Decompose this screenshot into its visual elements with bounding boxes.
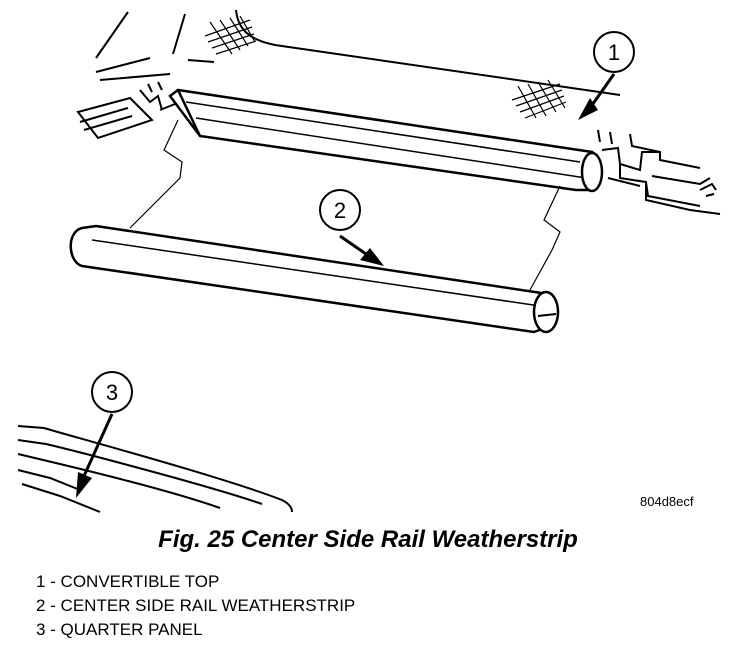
legend-item-convertible-top: 1 - CONVERTIBLE TOP	[36, 572, 220, 591]
loose-weatherstrip	[69, 224, 560, 334]
convertible-top-outline	[95, 9, 621, 96]
callout-2-label: 2	[334, 198, 346, 223]
callout-1-label: 1	[608, 40, 620, 65]
right-rail-bracket	[597, 129, 721, 215]
legend-item-quarter-panel: 3 - QUARTER PANEL	[36, 620, 203, 639]
installed-weatherstrip	[168, 88, 604, 193]
figure-caption: Fig. 25 Center Side Rail Weatherstrip	[158, 526, 578, 553]
alignment-lines	[129, 119, 561, 291]
parts-legend: 1 - CONVERTIBLE TOP 2 - CENTER SIDE RAIL…	[36, 570, 355, 642]
weatherstrip-illustration: 1 2 3	[17, 9, 721, 513]
callout-3: 3	[76, 371, 133, 498]
quarter-panel-outline	[17, 425, 293, 513]
figure-code: 804d8ecf	[640, 494, 694, 509]
callout-2: 2	[319, 189, 384, 266]
top-fabric-texture	[204, 15, 567, 119]
left-rail-bracket	[76, 81, 181, 140]
callout-3-label: 3	[106, 380, 118, 405]
callout-1: 1	[578, 31, 635, 120]
legend-item-center-side-rail-weatherstrip: 2 - CENTER SIDE RAIL WEATHERSTRIP	[36, 596, 356, 615]
